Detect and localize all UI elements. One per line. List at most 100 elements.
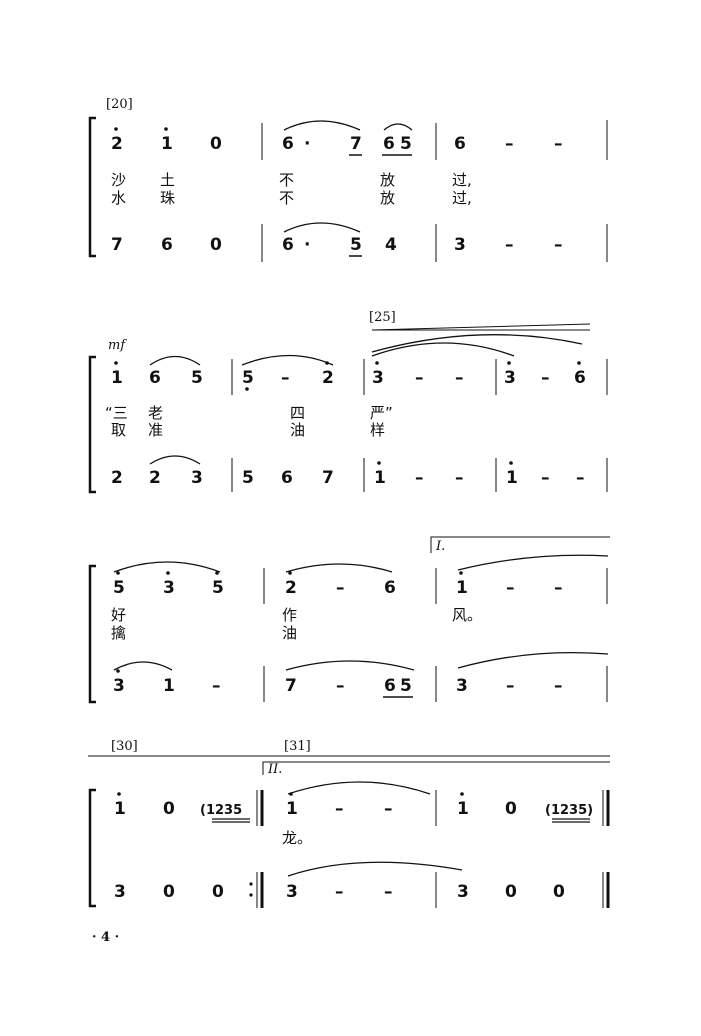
octave-dot-low xyxy=(245,387,249,391)
dash: – xyxy=(541,468,550,488)
dash: – xyxy=(415,468,424,488)
crescendo-line xyxy=(371,323,591,331)
lyric: “三 xyxy=(105,404,128,422)
note: 3 xyxy=(457,882,469,902)
note: 1 xyxy=(286,799,298,819)
dash: – xyxy=(212,676,221,696)
interlude-notes: (1235) xyxy=(545,803,593,818)
note: 0 xyxy=(210,134,222,154)
note: 1 xyxy=(161,134,173,154)
dash: – xyxy=(554,578,563,598)
note: 5 xyxy=(400,676,412,696)
note: 1 xyxy=(111,368,123,388)
note: 0 xyxy=(212,882,224,902)
octave-dot xyxy=(114,127,118,131)
slur xyxy=(371,342,515,357)
octave-dot xyxy=(460,792,464,796)
lyric: 珠 xyxy=(160,189,175,207)
lyric: 样 xyxy=(370,421,385,439)
note: 3 xyxy=(372,368,384,388)
lyric: 水 xyxy=(111,189,126,207)
note: 6 xyxy=(454,134,466,154)
lyric: 不 xyxy=(279,171,294,189)
note: 1 xyxy=(374,468,386,488)
dash: – xyxy=(541,368,550,388)
lyric: 作 xyxy=(282,606,297,624)
lyric: 四 xyxy=(290,404,305,422)
slur xyxy=(283,222,361,233)
note: 2 xyxy=(111,468,123,488)
system-2: [25] mf 1 6 5 5 – 2 3 – – 3 – 6 xyxy=(88,310,608,494)
note: 3 xyxy=(114,882,126,902)
rehearsal-mark-30: [30] xyxy=(111,739,138,754)
slur xyxy=(113,661,173,671)
dash: – xyxy=(554,676,563,696)
octave-dot xyxy=(507,361,511,365)
note: 1 xyxy=(114,799,126,819)
dash: – xyxy=(505,134,514,154)
octave-dot xyxy=(164,127,168,131)
lyric: 好 xyxy=(111,606,126,624)
dash: – xyxy=(281,368,290,388)
slur xyxy=(383,123,413,131)
note: 3 xyxy=(504,368,516,388)
note: 2 xyxy=(111,134,123,154)
note: 5 xyxy=(212,578,224,598)
lyric: 风。 xyxy=(452,606,482,624)
system-brace xyxy=(88,116,96,258)
lyric: 放 xyxy=(380,189,395,207)
lyric: 准 xyxy=(148,421,163,439)
note: 0 xyxy=(505,799,517,819)
lyric: 放 xyxy=(380,171,395,189)
note: 7 xyxy=(111,235,123,255)
repeat-dot xyxy=(249,882,253,886)
interlude-notes: (1235 xyxy=(200,803,242,818)
slur xyxy=(283,120,361,131)
dot-extension: · xyxy=(304,134,310,154)
slur xyxy=(287,861,463,877)
note: 2 xyxy=(285,578,297,598)
dash: – xyxy=(415,368,424,388)
dash: – xyxy=(336,578,345,598)
dash: – xyxy=(554,235,563,255)
slur xyxy=(241,354,334,366)
note: 6 xyxy=(282,235,294,255)
octave-dot xyxy=(509,461,513,465)
page-number: · 4 · xyxy=(92,930,119,945)
octave-dot xyxy=(577,361,581,365)
slur xyxy=(285,660,415,671)
tie xyxy=(457,651,609,669)
note: 5 xyxy=(350,235,362,255)
note: 2 xyxy=(322,368,334,388)
lyric: 过, xyxy=(452,189,472,207)
dash: – xyxy=(335,799,344,819)
note: 7 xyxy=(322,468,334,488)
note: 0 xyxy=(163,799,175,819)
note: 0 xyxy=(553,882,565,902)
octave-dot xyxy=(116,571,120,575)
slur xyxy=(113,561,221,573)
note: 7 xyxy=(285,676,297,696)
dash: – xyxy=(455,368,464,388)
octave-dot xyxy=(117,792,121,796)
system-4: [30] [31] II. 1 0 (1235 1 – – 1 0 (1235) xyxy=(88,739,610,908)
dash: – xyxy=(506,578,515,598)
repeat-dot xyxy=(249,893,253,897)
dash: – xyxy=(455,468,464,488)
volta-bracket xyxy=(262,761,610,775)
note: 6 xyxy=(383,134,395,154)
tie xyxy=(371,334,583,353)
note: 7 xyxy=(350,134,362,154)
note: 5 xyxy=(191,368,203,388)
note: 5 xyxy=(242,468,254,488)
note: 6 xyxy=(384,578,396,598)
note: 0 xyxy=(210,235,222,255)
dynamic-mf: mf xyxy=(108,338,127,353)
note: 0 xyxy=(163,882,175,902)
slur xyxy=(285,563,393,573)
octave-dot xyxy=(459,571,463,575)
note: 1 xyxy=(457,799,469,819)
dash: – xyxy=(335,882,344,902)
note: 6 xyxy=(281,468,293,488)
